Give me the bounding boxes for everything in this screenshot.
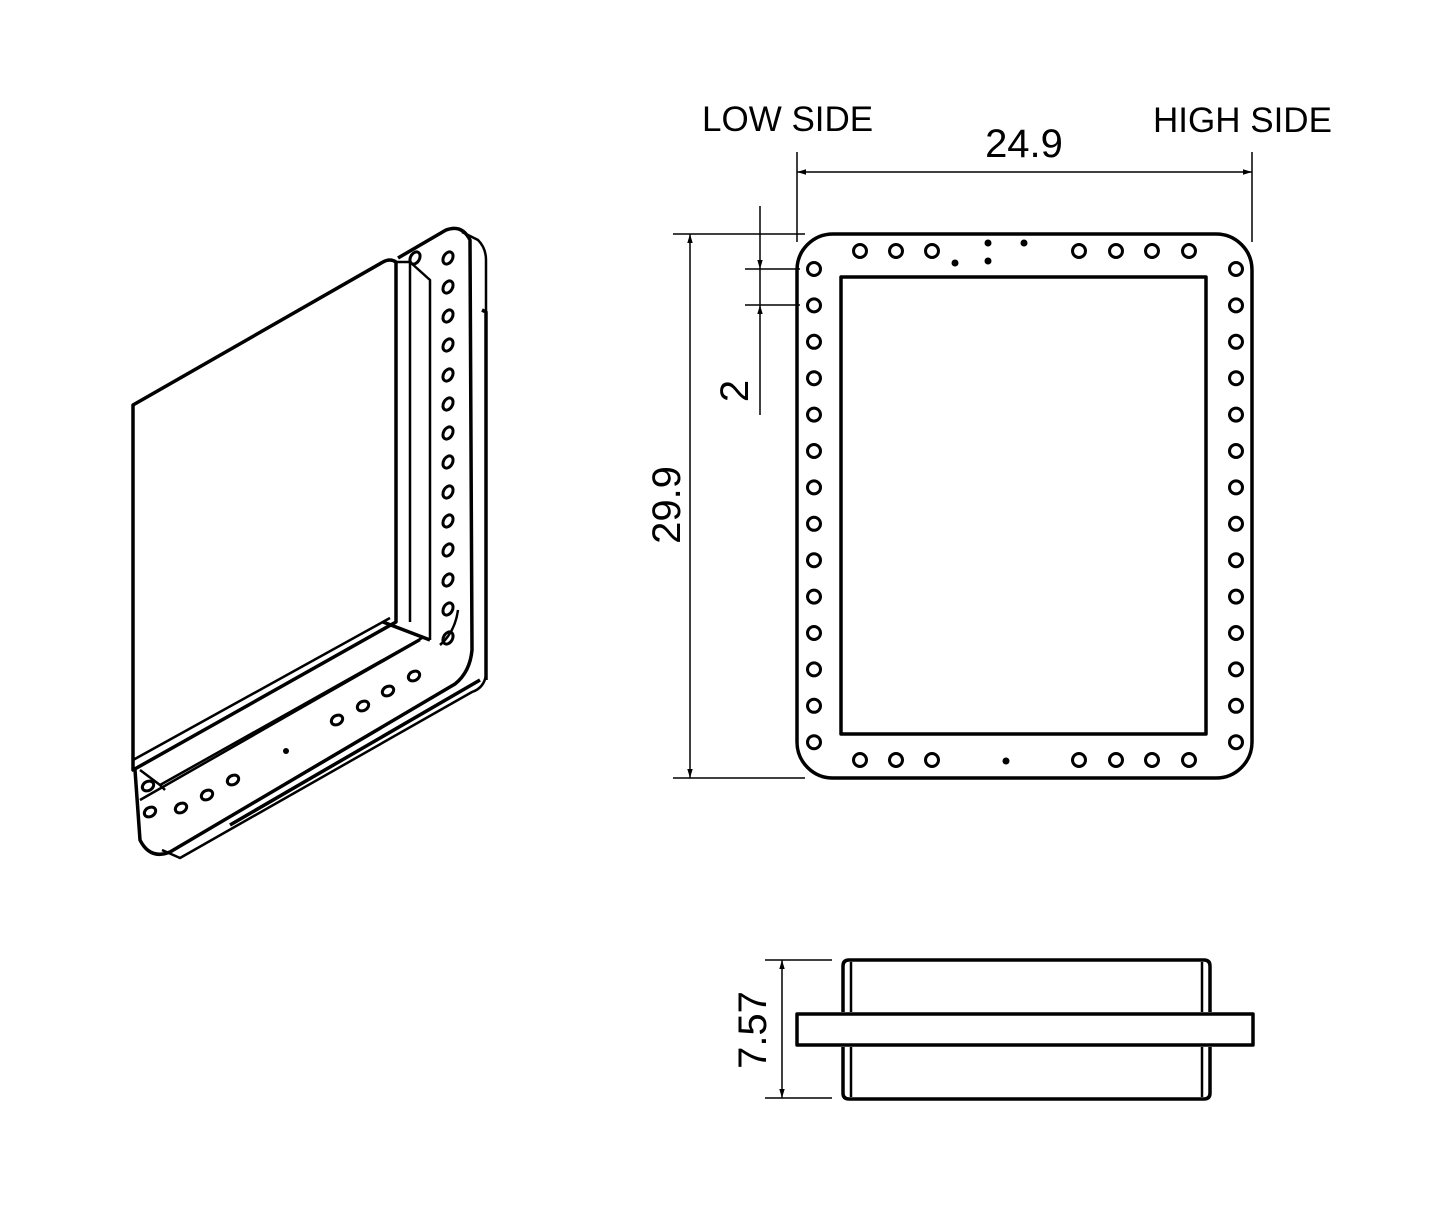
width-dimension: 24.9 xyxy=(985,122,1063,166)
mounting-hole xyxy=(1228,552,1244,569)
mounting-hole xyxy=(806,370,822,387)
mounting-hole xyxy=(852,243,868,259)
mounting-hole xyxy=(1228,661,1244,678)
mounting-hole xyxy=(806,261,822,277)
isometric-view xyxy=(131,226,488,860)
mounting-hole xyxy=(1071,752,1087,768)
mounting-hole xyxy=(806,734,822,751)
mounting-hole xyxy=(852,752,868,768)
mounting-hole xyxy=(1228,333,1244,350)
mounting-hole xyxy=(806,625,822,641)
iso-hole-row xyxy=(140,669,422,819)
mounting-hole xyxy=(806,479,822,496)
low-side-label: LOW SIDE xyxy=(702,100,873,139)
mounting-hole xyxy=(806,333,822,350)
mounting-hole xyxy=(1228,370,1244,387)
mounting-hole xyxy=(888,752,904,768)
mounting-hole xyxy=(806,661,822,678)
mounting-hole xyxy=(1144,752,1160,768)
mounting-hole xyxy=(1108,243,1124,259)
front-holes xyxy=(806,243,1244,768)
hole-pitch-dimension: 2 xyxy=(713,380,757,402)
mounting-hole xyxy=(1228,406,1244,423)
mounting-hole xyxy=(1108,752,1124,768)
mounting-hole xyxy=(1228,734,1244,751)
mounting-hole xyxy=(1228,479,1244,496)
mounting-hole xyxy=(806,697,822,714)
mounting-hole xyxy=(1228,625,1244,641)
mounting-hole xyxy=(1181,243,1197,259)
mounting-hole xyxy=(806,552,822,569)
mounting-hole xyxy=(806,406,822,423)
mounting-hole xyxy=(1228,515,1244,532)
mounting-hole xyxy=(924,752,940,768)
mounting-hole xyxy=(888,243,904,259)
mounting-hole xyxy=(1228,297,1244,314)
mounting-hole xyxy=(1181,752,1197,768)
mounting-hole xyxy=(1228,261,1244,277)
mounting-hole xyxy=(1228,588,1244,605)
thickness-dimension: 7.57 xyxy=(731,991,775,1069)
mounting-hole xyxy=(1144,243,1160,259)
high-side-label: HIGH SIDE xyxy=(1153,101,1332,140)
mounting-hole xyxy=(806,515,822,532)
dimension-lines xyxy=(673,152,1253,1099)
front-view xyxy=(795,232,1254,780)
mounting-hole xyxy=(1228,443,1244,459)
iso-hole-column xyxy=(408,250,455,646)
mounting-hole xyxy=(1228,697,1244,714)
side-view xyxy=(795,958,1255,1101)
mounting-hole xyxy=(1071,243,1087,259)
mounting-hole xyxy=(806,297,822,314)
height-dimension: 29.9 xyxy=(645,466,689,544)
mounting-hole xyxy=(806,443,822,459)
mounting-hole xyxy=(924,243,940,259)
mounting-hole xyxy=(806,588,822,605)
